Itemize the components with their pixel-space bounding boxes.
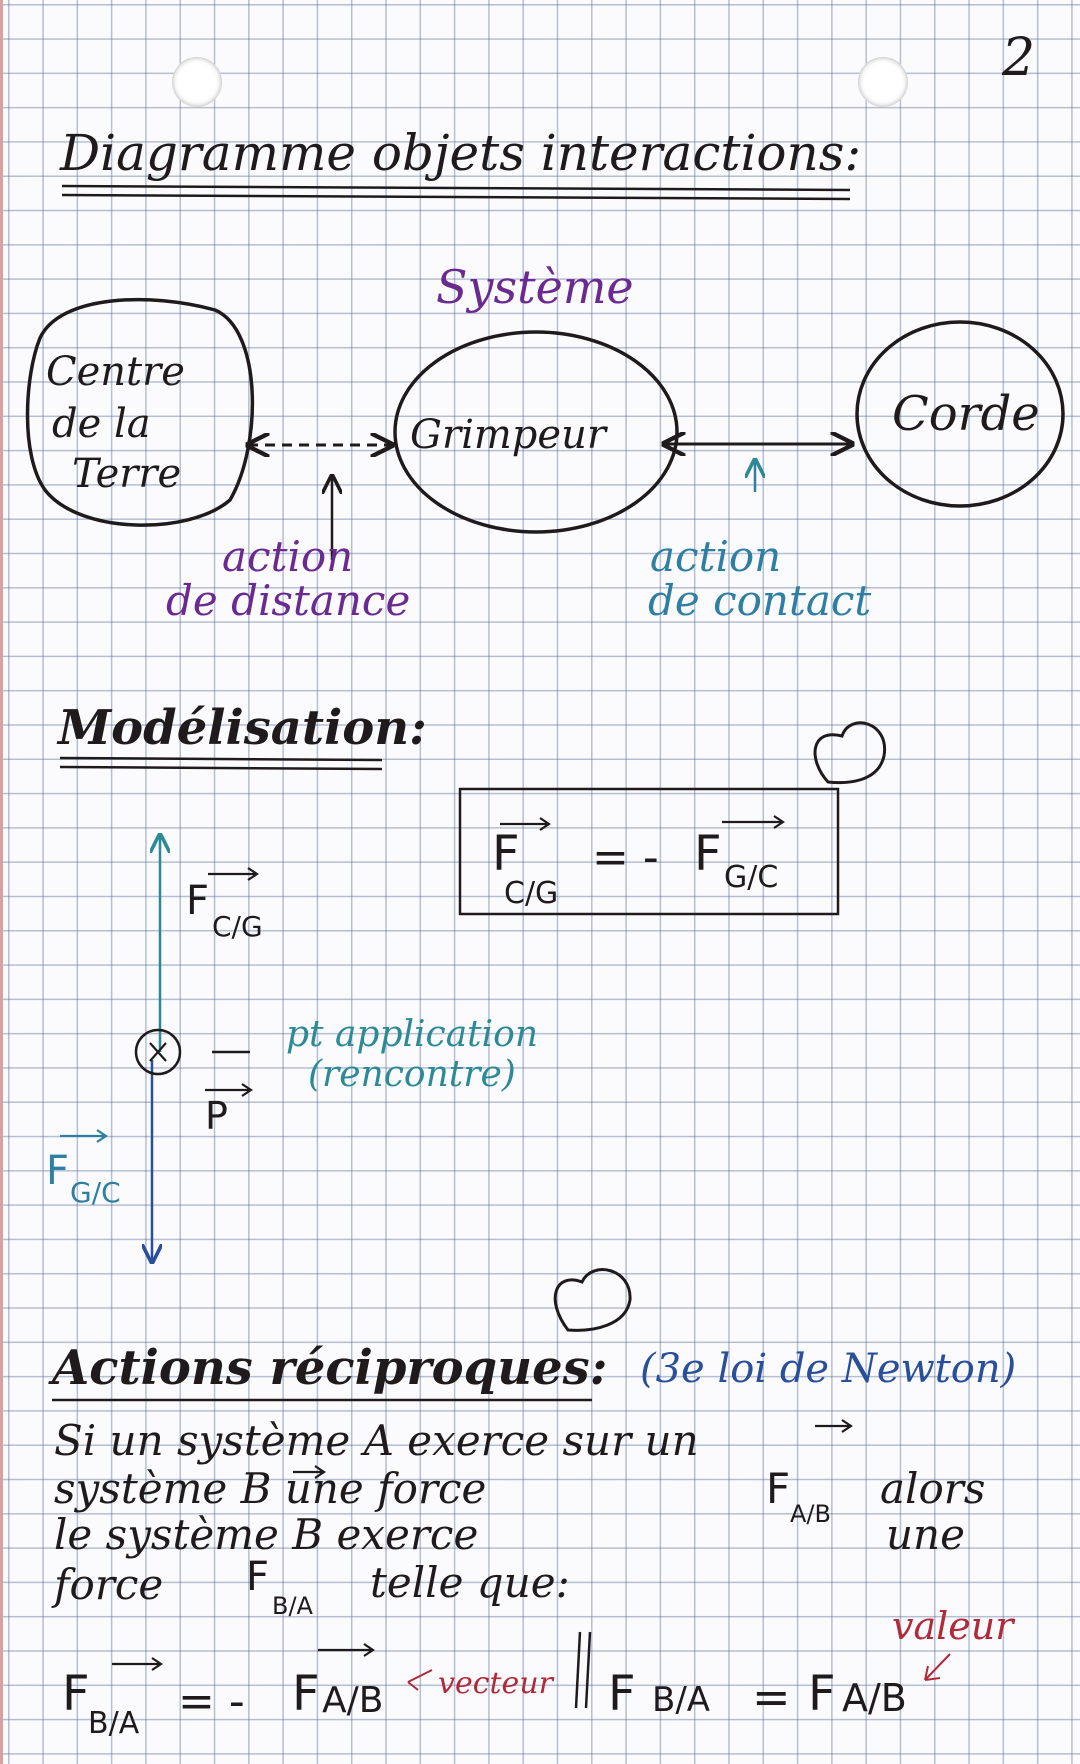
force-up-letter: F — [186, 878, 210, 924]
punch-hole-right — [858, 57, 908, 107]
box-lhs-subscript: C/G — [504, 876, 559, 911]
formula-value-lhs-subscript: B/A — [652, 1680, 711, 1720]
box-equals: = - — [592, 832, 659, 883]
margin-line — [0, 0, 3, 1764]
statement-force-ab-letter: F — [766, 1464, 791, 1513]
action-contact-line1: action — [650, 532, 782, 581]
heart-doodle-2 — [553, 1268, 632, 1332]
formula-value-rhs-letter: F — [808, 1666, 836, 1722]
node-earth-line3: Terre — [72, 451, 182, 497]
formula-value-rhs-subscript: A/B — [842, 1676, 907, 1720]
node-climber-label: Grimpeur — [410, 412, 606, 458]
value-note: valeur — [892, 1604, 1014, 1648]
application-point-circle — [134, 1028, 182, 1076]
box-lhs-letter: F — [492, 826, 520, 882]
vector-mark-fgc — [60, 1129, 108, 1143]
formula-vector-lhs-letter: F — [62, 1666, 90, 1722]
vector-marks — [112, 815, 853, 1671]
force-down-subscript: G/C — [70, 1176, 121, 1209]
node-earth-line2: de la — [52, 401, 151, 447]
node-rope-label: Corde — [892, 386, 1040, 442]
statement-line2: système B une force — [54, 1464, 487, 1513]
section-title-diagram: Diagramme objets interactions: — [60, 124, 862, 182]
action-distance-line1: action — [222, 532, 354, 581]
section-title-reciprocal: Actions réciproques: — [52, 1340, 608, 1396]
heart-doodle-1 — [813, 721, 887, 785]
section-title-modelisation: Modélisation: — [58, 700, 427, 756]
box-rhs-letter: F — [694, 826, 722, 882]
action-contact-line2: de contact — [648, 576, 872, 625]
formula-vector-lhs-subscript: B/A — [88, 1706, 140, 1741]
formula-vector-equals: = - — [178, 1676, 245, 1727]
formula-vector-rhs-subscript: A/B — [322, 1680, 384, 1721]
statement-force-ba-letter: F — [246, 1554, 270, 1600]
value-note-pointer — [924, 1653, 951, 1681]
system-label: Système — [436, 260, 634, 314]
application-point-cross — [149, 1042, 167, 1062]
application-point-line2: (rencontre) — [308, 1054, 516, 1095]
title-underline-1 — [61, 184, 851, 201]
node-ellipse-earth — [25, 297, 255, 527]
node-earth-line1: Centre — [46, 349, 185, 395]
punch-hole-left — [172, 57, 222, 107]
statement-une: une — [886, 1510, 965, 1559]
title-underline-2 — [59, 756, 383, 771]
weight-label: P — [205, 1094, 228, 1138]
newton-law-note: (3e loi de Newton) — [640, 1346, 1017, 1392]
page-number: 2 — [1002, 28, 1036, 88]
vector-note: vecteur — [438, 1666, 553, 1701]
formula-box — [458, 787, 840, 916]
node-ellipse-rope — [855, 320, 1065, 508]
formula-vector-rhs-letter: F — [292, 1666, 320, 1722]
statement-telle-que: telle que: — [370, 1558, 570, 1607]
statement-force-ba-subscript: B/A — [272, 1592, 313, 1620]
application-point-line1: pt application — [286, 1014, 538, 1055]
statement-line1: Si un système A exerce sur un — [54, 1416, 699, 1465]
vector-note-pointer — [407, 1669, 433, 1691]
formula-value-lhs-letter: F — [608, 1666, 636, 1722]
force-up-subscript: C/G — [212, 910, 263, 943]
action-distance-line2: de distance — [166, 576, 411, 625]
force-down-letter: F — [46, 1148, 70, 1194]
formula-value-equals: = — [752, 1670, 791, 1724]
formula-separator — [574, 1631, 592, 1709]
box-rhs-subscript: G/C — [724, 860, 779, 895]
statement-force: force — [54, 1560, 164, 1609]
statement-alors: alors — [880, 1464, 986, 1513]
statement-force-ab-subscript: A/B — [790, 1500, 831, 1528]
statement-line3: le système B exerce — [54, 1510, 479, 1559]
